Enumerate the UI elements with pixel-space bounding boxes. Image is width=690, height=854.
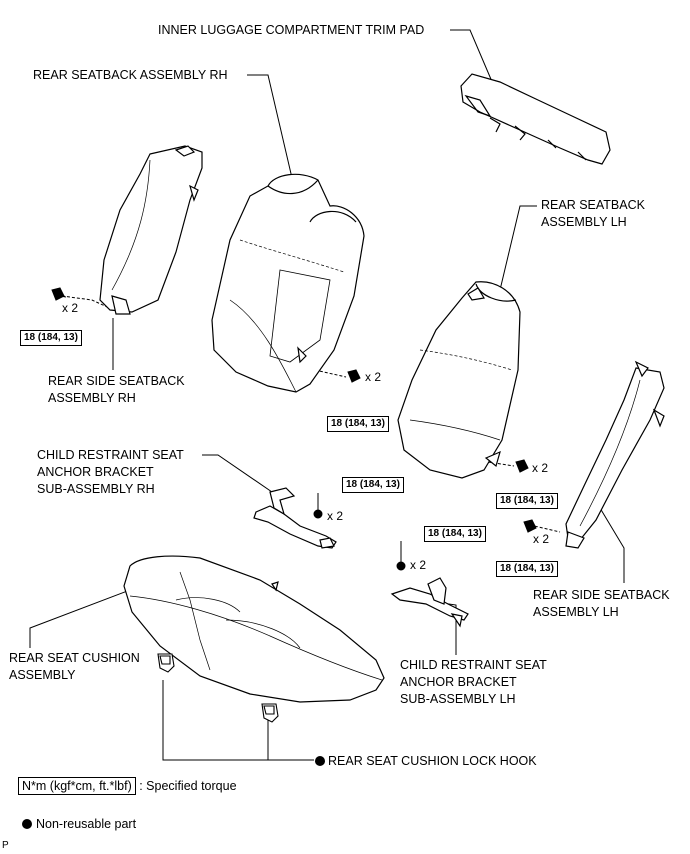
- qty-side-lh: x 2: [533, 532, 550, 546]
- label-child-bracket-lh-line3: SUB-ASSEMBLY LH: [400, 692, 516, 706]
- label-seatback-rh: REAR SEATBACK ASSEMBLY RH: [33, 68, 228, 82]
- label-child-bracket-lh-line1: CHILD RESTRAINT SEAT: [400, 658, 547, 672]
- label-side-seatback-lh-line1: REAR SIDE SEATBACK: [533, 588, 670, 602]
- bolt-leader-rh2: [314, 369, 347, 378]
- nonreusable-marker-legend: [22, 819, 32, 829]
- label-seatback-lh-line2: ASSEMBLY LH: [541, 215, 627, 229]
- nut-child-rh: [313, 509, 323, 519]
- child-bracket-lh-part: [390, 577, 469, 628]
- child-bracket-rh-part: [253, 487, 337, 549]
- label-child-bracket-rh-line2: ANCHOR BRACKET: [37, 465, 154, 479]
- seatback-lh-part: [397, 281, 521, 479]
- inner-trim-pad-part: [460, 73, 611, 165]
- label-child-bracket-rh-line3: SUB-ASSEMBLY RH: [37, 482, 155, 496]
- qty-side-rh: x 2: [62, 301, 79, 315]
- torque-seatback-rh: 18 (184, 13): [327, 416, 389, 432]
- leader-side-lh: [599, 507, 625, 583]
- leader-lock-hook: [162, 680, 314, 761]
- seatback-rh-part: [211, 173, 365, 393]
- label-cushion-line2: ASSEMBLY: [9, 668, 76, 682]
- legend-torque-key: N*m (kgf*cm, ft.*lbf): [18, 777, 136, 795]
- leader-cushion: [29, 589, 131, 648]
- side-seatback-rh-part: [99, 145, 203, 315]
- bolt-seatback-lh: [515, 459, 529, 473]
- legend-torque: N*m (kgf*cm, ft.*lbf) : Specified torque: [18, 777, 237, 795]
- leader-trim-pad: [450, 29, 494, 85]
- qty-child-lh: x 2: [410, 558, 427, 572]
- bolt-side-lh: [523, 519, 537, 533]
- leader-seatback-rh: [247, 74, 293, 179]
- qty-child-rh: x 2: [327, 509, 344, 523]
- qty-seatback-lh: x 2: [532, 461, 549, 475]
- torque-seatback-lh: 18 (184, 13): [496, 493, 558, 509]
- nonreusable-marker-hook: [315, 756, 325, 766]
- legend-torque-desc: : Specified torque: [139, 779, 237, 793]
- bolt-leader-lh1: [487, 461, 515, 467]
- lock-hook-2: [261, 703, 279, 723]
- label-side-seatback-lh-line2: ASSEMBLY LH: [533, 605, 619, 619]
- bolt-rh-side: [51, 287, 67, 301]
- leader-seatback-lh: [499, 205, 537, 291]
- torque-child-rh: 18 (184, 13): [342, 477, 404, 493]
- label-cushion-line1: REAR SEAT CUSHION: [9, 651, 140, 665]
- corner-mark: P: [2, 840, 9, 851]
- lock-hook-1: [157, 653, 175, 673]
- label-side-seatback-rh-line2: ASSEMBLY RH: [48, 391, 136, 405]
- label-lock-hook: REAR SEAT CUSHION LOCK HOOK: [328, 754, 537, 768]
- label-seatback-lh-line1: REAR SEATBACK: [541, 198, 645, 212]
- label-child-bracket-rh-line1: CHILD RESTRAINT SEAT: [37, 448, 184, 462]
- torque-side-lh: 18 (184, 13): [496, 561, 558, 577]
- nut-child-lh: [396, 561, 406, 571]
- leader-child-rh: [202, 454, 273, 493]
- bolt-seatback-rh: [347, 369, 361, 383]
- label-side-seatback-rh-line1: REAR SIDE SEATBACK: [48, 374, 185, 388]
- side-seatback-lh-part: [565, 360, 665, 549]
- torque-child-lh: 18 (184, 13): [424, 526, 486, 542]
- torque-side-rh: 18 (184, 13): [20, 330, 82, 346]
- label-child-bracket-lh-line2: ANCHOR BRACKET: [400, 675, 517, 689]
- seat-cushion-part: [123, 555, 385, 703]
- legend-nonreusable: Non-reusable part: [36, 817, 137, 831]
- qty-seatback-rh: x 2: [365, 370, 382, 384]
- bolt-leader-rh1: [61, 295, 119, 313]
- label-inner-trim-pad: INNER LUGGAGE COMPARTMENT TRIM PAD: [158, 23, 425, 37]
